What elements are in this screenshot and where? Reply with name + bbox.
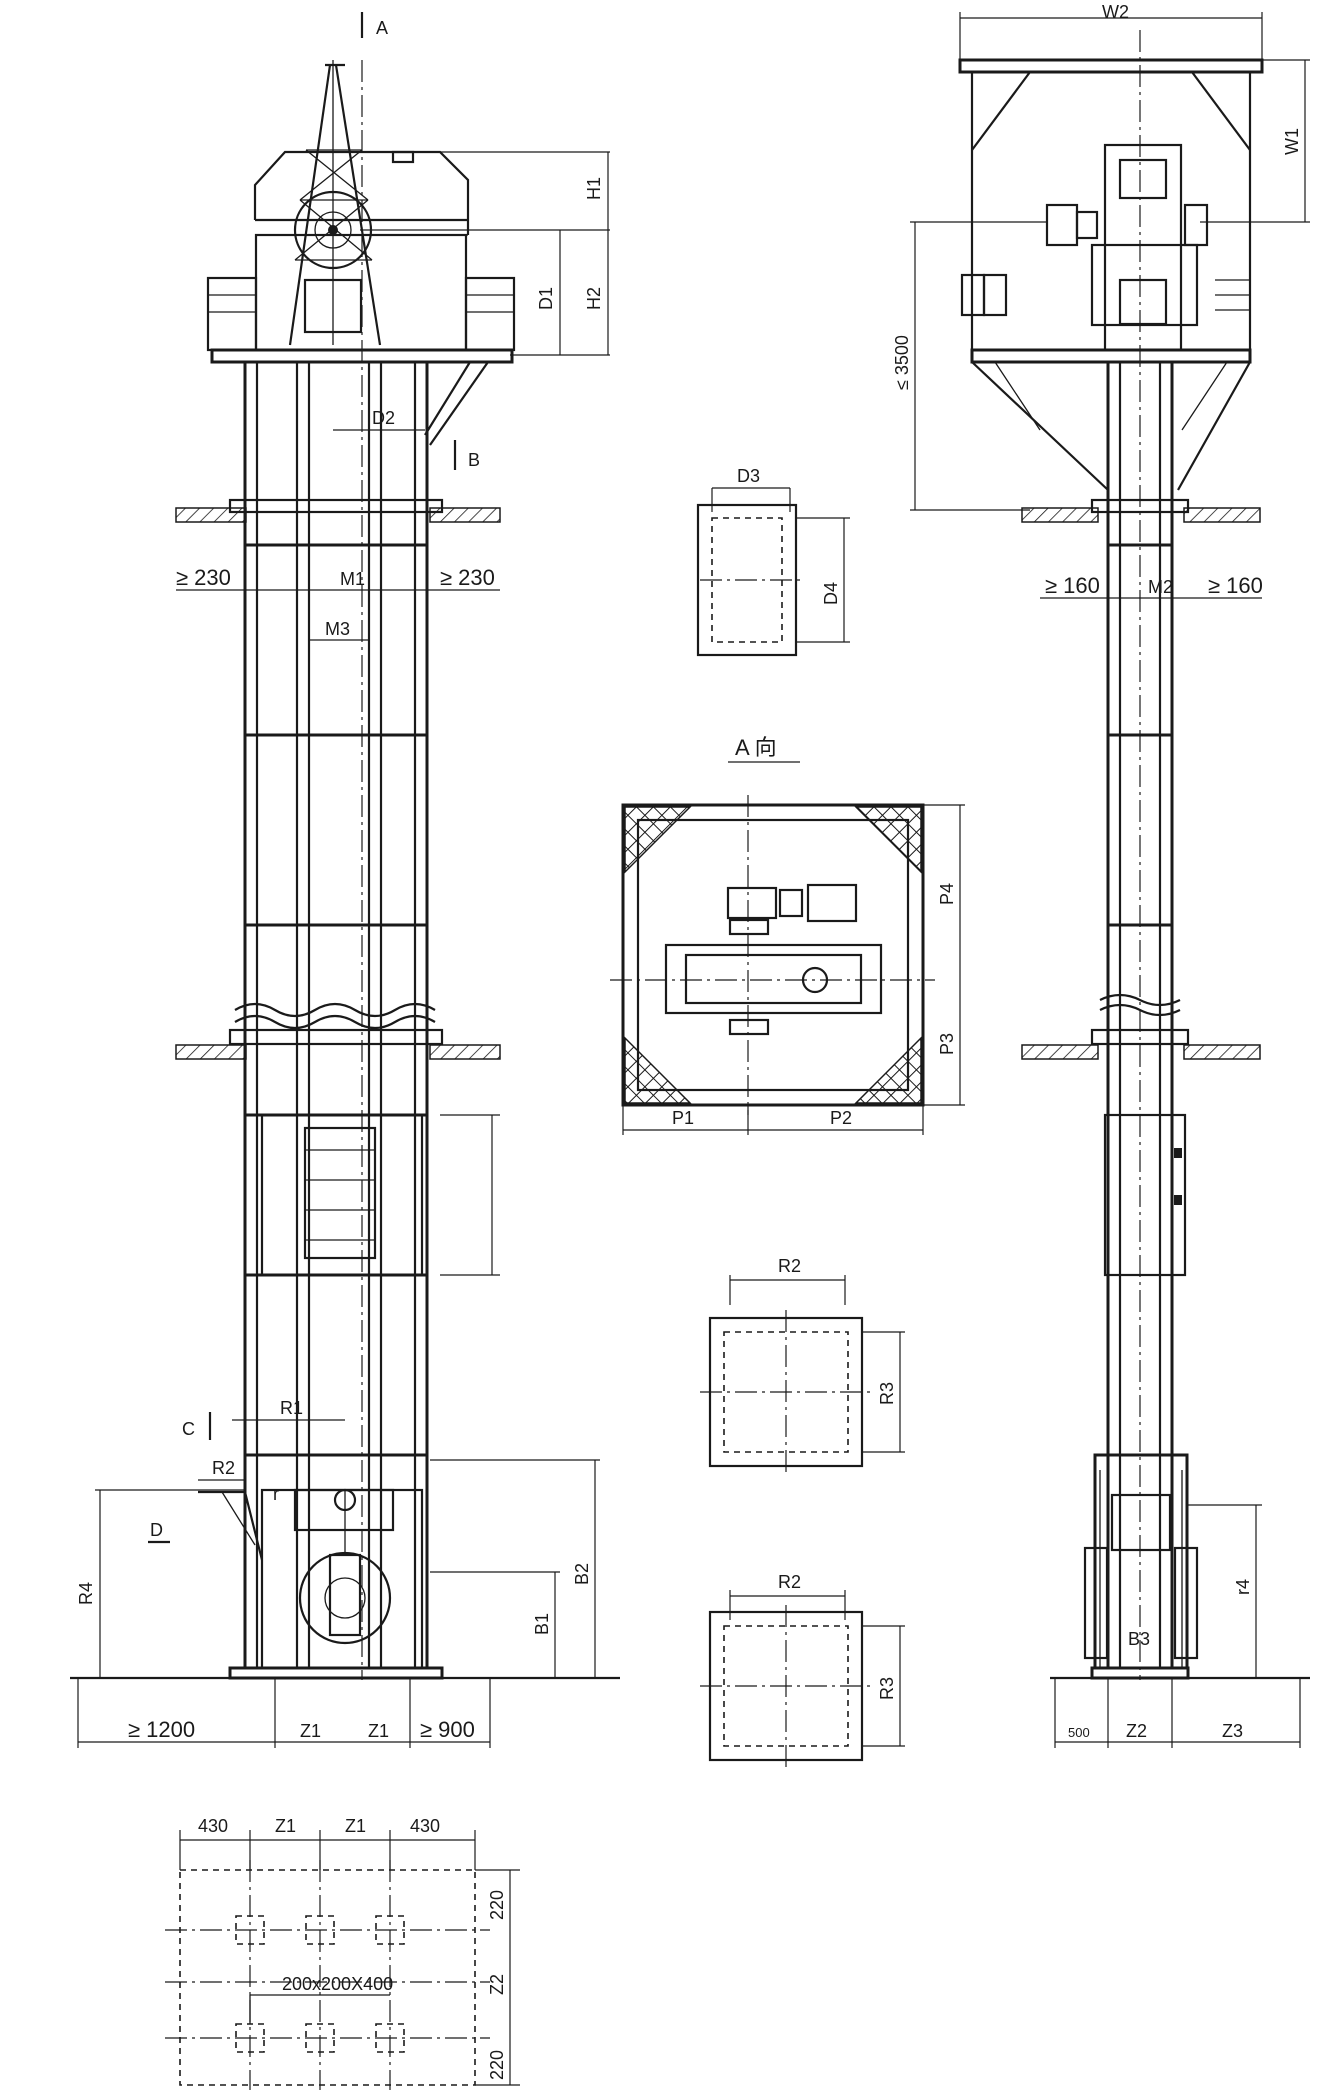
view-a-plan: A 向 P1 P2 P4 P3 (610, 735, 965, 1135)
dim-plan-220-top: 220 (487, 1890, 507, 1920)
dim-p2: P2 (830, 1108, 852, 1128)
dim-p1: P1 (672, 1108, 694, 1128)
dim-d3: D3 (737, 466, 760, 486)
break-line (234, 1002, 436, 1018)
dim-h1: H1 (584, 177, 604, 200)
view-c-arrow-label: C (182, 1419, 195, 1439)
view-a-arrow-label: A (376, 18, 388, 38)
dim-side-base-left: 500 (1068, 1725, 1090, 1740)
dim-p3: P3 (937, 1033, 957, 1055)
dim-m3: M3 (325, 619, 350, 639)
dim-r4: R4 (76, 1582, 96, 1605)
anchor-spec-label: 200x200X400 (282, 1974, 393, 1994)
dim-side-z3: Z3 (1222, 1721, 1243, 1741)
dim-side-z2: Z2 (1126, 1721, 1147, 1741)
dim-r2-upper: R2 (778, 1256, 801, 1276)
dim-plan-430-right: 430 (410, 1816, 440, 1836)
floor-slab-lower (175, 1028, 501, 1060)
dim-r2-front: R2 (212, 1458, 235, 1478)
foundation-outline (179, 1869, 476, 2086)
dim-plan-430-left: 430 (198, 1816, 228, 1836)
boot-section (198, 1488, 444, 1680)
inlet-flange-detail-upper: R2 R3 (700, 1256, 905, 1475)
dim-right-clearance: ≥ 230 (440, 565, 495, 590)
dim-left-clearance: ≥ 230 (176, 565, 231, 590)
dim-p4: P4 (937, 883, 957, 905)
dim-r3-lower: R3 (877, 1677, 897, 1700)
dim-b1: B1 (532, 1613, 552, 1635)
discharge-flange-detail: D3 D4 (696, 466, 850, 657)
inlet-flange-detail-lower: R2 R3 (700, 1572, 905, 1770)
inspection-section (260, 1113, 500, 1277)
dim-r3-upper: R3 (877, 1382, 897, 1405)
dim-base-z1b: Z1 (368, 1721, 389, 1741)
dim-m2: M2 (1148, 577, 1173, 597)
top-platform (958, 58, 1264, 74)
dim-base-right-clearance: ≥ 900 (420, 1717, 475, 1742)
dim-side-right-clearance: ≥ 160 (1208, 573, 1263, 598)
foundation-plan: 430 Z1 Z1 430 200x200X400 220 Z2 220 (165, 1816, 520, 2090)
dim-base-left-clearance: ≥ 1200 (128, 1717, 195, 1742)
view-a-title: A 向 (735, 735, 777, 760)
dim-small-r: r (273, 1484, 279, 1504)
dim-r4-side: r4 (1233, 1579, 1253, 1595)
front-elevation: A (70, 12, 620, 1748)
motor-block (726, 886, 778, 920)
dim-d2: D2 (372, 408, 395, 428)
dim-r2-lower: R2 (778, 1572, 801, 1592)
dim-r1: R1 (280, 1398, 303, 1418)
drive-motor-side (1045, 203, 1079, 247)
dim-plan-z1b: Z1 (345, 1816, 366, 1836)
dim-base-z1a: Z1 (300, 1721, 321, 1741)
dim-b2: B2 (572, 1563, 592, 1585)
dim-b3: B3 (1128, 1629, 1150, 1649)
dim-w2: W2 (1102, 2, 1129, 22)
view-d-arrow-label: D (150, 1520, 163, 1540)
dim-height-limit: ≤ 3500 (892, 335, 912, 390)
floor-slab-upper (175, 498, 501, 523)
dim-plan-z1a: Z1 (275, 1816, 296, 1836)
boot-pulley (298, 1551, 392, 1645)
top-davit (288, 60, 382, 346)
view-b-arrow-label: B (468, 450, 480, 470)
dim-m1: M1 (340, 569, 365, 589)
dim-w1: W1 (1282, 128, 1302, 155)
side-elevation: W2 W1 ≤ 3500 (892, 2, 1310, 1748)
dim-d4: D4 (821, 582, 841, 605)
dim-plan-z2: Z2 (487, 1974, 507, 1995)
dim-h2: H2 (584, 287, 604, 310)
reducer-block (806, 883, 858, 923)
dim-plan-220-bottom: 220 (487, 2050, 507, 2080)
dim-d1: D1 (536, 287, 556, 310)
dim-side-left-clearance: ≥ 160 (1045, 573, 1100, 598)
head-housing (206, 150, 516, 446)
